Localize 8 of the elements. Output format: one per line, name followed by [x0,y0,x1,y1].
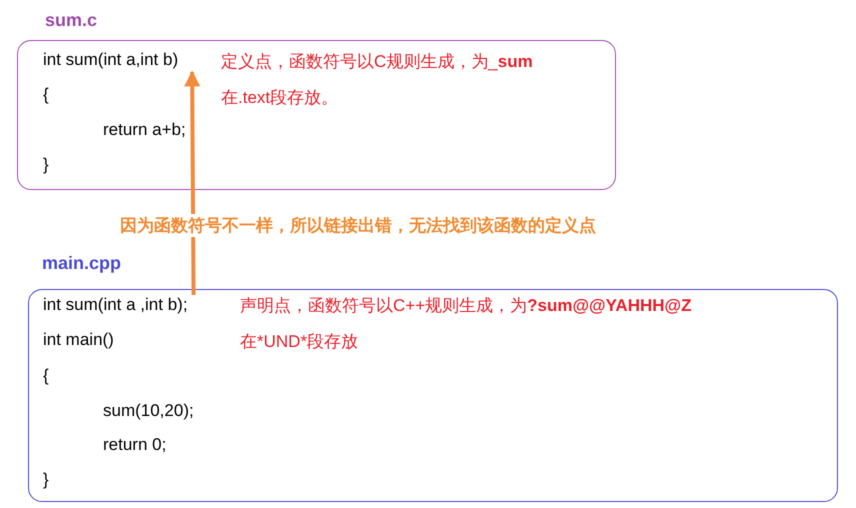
arrow [184,70,200,296]
annotation-text: 在*UND*段存放 [240,331,358,353]
file-name-heading: sum.c [45,10,98,31]
file-name-heading: main.cpp [42,253,122,274]
annotation-text: 在.text段存放。 [221,87,338,109]
explanation-text: 因为函数符号不一样，所以链接出错，无法找到该函数的定义点 [120,214,596,237]
annotation-text: 声明点，函数符号以C++规则生成，为?sum@@YAHHH@Z [240,295,692,317]
annotation-text: 定义点，函数符号以C规则生成，为_sum [221,51,533,73]
